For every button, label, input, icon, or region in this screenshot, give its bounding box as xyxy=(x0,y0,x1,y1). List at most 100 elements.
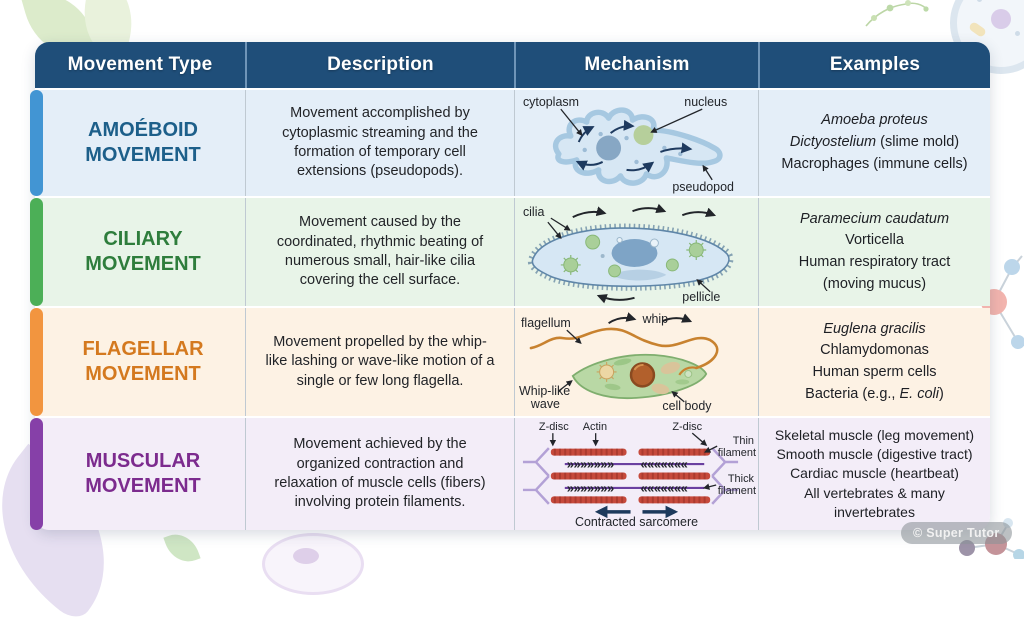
example-line: Human respiratory tract xyxy=(798,254,951,270)
flagellum-base xyxy=(678,366,697,376)
example-line: All vertebrates & many xyxy=(804,484,945,501)
table-row-amoeboid: AMOÉBOID MOVEMENT Movement accomplished … xyxy=(30,90,990,196)
oral-groove xyxy=(610,269,667,281)
organelles xyxy=(604,358,693,395)
thick-filaments: »»»»»»» ««««««« »»»»»»» ««««««« xyxy=(564,457,705,495)
amoeba-body xyxy=(552,107,723,186)
example-line: Paramecium caudatum xyxy=(799,210,950,227)
whip-arrows xyxy=(608,312,693,324)
header-cell-description: Description xyxy=(245,42,514,88)
amoeba-granules xyxy=(582,131,683,165)
table-header-row: Movement Type Description Mechanism Exam… xyxy=(35,42,990,88)
cilia-label: cilia xyxy=(523,205,545,219)
label-pointers xyxy=(547,217,711,293)
eyespot-organelle xyxy=(596,362,617,382)
example-line: Bacteria (e.g., E. coli) xyxy=(805,385,944,402)
actin-label: Actin xyxy=(583,421,607,433)
sprig-decoration xyxy=(865,0,929,27)
nucleus-highlight xyxy=(633,363,644,371)
example-line: Skeletal muscle (leg movement) xyxy=(774,426,975,443)
svg-text:«««««««: ««««««« xyxy=(640,457,687,472)
example-line: Dictyostelium (slime mold) xyxy=(789,134,960,151)
cell-dot-decoration xyxy=(1015,31,1020,36)
streaming-arrows xyxy=(575,119,693,173)
table-row-flagellar: FLAGELLAR MOVEMENT Movement propelled by… xyxy=(30,308,990,416)
label-pointers xyxy=(549,432,718,490)
description-text: Movement achieved by the organized contr… xyxy=(274,436,486,511)
cell-organelle-decoration xyxy=(1008,0,1024,2)
cell-body-label: cell body xyxy=(662,399,712,413)
mechanism-cell: cilia pellicle xyxy=(514,198,758,306)
cell-organelle-decoration xyxy=(967,20,988,39)
description-cell: Movement caused by the coordinated, rhyt… xyxy=(245,198,514,306)
example-line: Amoeba proteus xyxy=(821,112,928,129)
macronucleus xyxy=(611,239,658,267)
label-pointers xyxy=(558,329,685,403)
watermark: © Super Tutor xyxy=(901,522,1012,544)
examples-cell: Skeletal muscle (leg movement) Smooth mus… xyxy=(758,418,990,530)
table-row-muscular: MUSCULAR MOVEMENT Movement achieved by t… xyxy=(30,418,990,530)
svg-text:»»»»»»»: »»»»»»» xyxy=(567,457,614,472)
thin-filament-label: Thin xyxy=(733,435,754,447)
cell-dot-decoration xyxy=(977,0,982,2)
whip-like-wave-label: Whip-like xyxy=(519,384,570,398)
mechanism-cell: »»»»»»» ««««««« »»»»»»» ««««««« Z-disc xyxy=(514,418,758,530)
mechanism-cell: cytoplasm nucleus pseudopod xyxy=(514,90,758,196)
table-row-ciliary: CILIARY MOVEMENT Movement caused by the … xyxy=(30,198,990,306)
thin-filaments xyxy=(550,448,711,504)
cell-nucleus-decoration xyxy=(293,548,319,564)
label-pointers xyxy=(560,108,713,181)
pellicle-label: pellicle xyxy=(682,290,720,304)
movement-type-label: AMOÉBOID MOVEMENT xyxy=(85,119,201,166)
description-cell: Movement accomplished by cytoplasmic str… xyxy=(245,90,514,196)
cell-nucleus-decoration xyxy=(991,9,1011,29)
small-vacuoles xyxy=(600,236,659,258)
movement-types-table: Movement Type Description Mechanism Exam… xyxy=(30,42,990,530)
pseudopod-label: pseudopod xyxy=(672,180,734,194)
leaf-decoration xyxy=(163,528,201,568)
example-line: Chlamydomonas xyxy=(820,342,929,359)
nucleus-label: nucleus xyxy=(684,95,727,109)
row-accent-bar xyxy=(30,418,43,530)
thick-filament-label: Thick xyxy=(728,473,755,485)
cytoplasm-label: cytoplasm xyxy=(523,95,579,109)
flagellum-label: flagellum xyxy=(521,316,571,330)
movement-type-label: MUSCULAR MOVEMENT xyxy=(85,450,201,497)
header-cell-mechanism: Mechanism xyxy=(514,42,758,88)
contracted-sarcomere-caption: Contracted sarcomere xyxy=(575,515,698,529)
example-line: invertebrates xyxy=(834,503,915,520)
z-discs xyxy=(522,447,739,505)
z-disc-left-label: Z-disc xyxy=(539,421,569,433)
row-accent-bar xyxy=(30,90,43,196)
header-cell-movement-type: Movement Type xyxy=(67,54,213,75)
whip-label: whip xyxy=(641,312,668,326)
z-disc-right-label: Z-disc xyxy=(672,421,702,433)
example-line: Macrophages (immune cells) xyxy=(781,155,968,172)
row-accent-bar xyxy=(30,308,43,416)
movement-type-label: FLAGELLAR MOVEMENT xyxy=(82,338,204,385)
description-text: Movement propelled by the whip-like lash… xyxy=(265,333,495,389)
description-cell: Movement achieved by the organized contr… xyxy=(245,418,514,530)
motion-arrows xyxy=(572,203,717,304)
header-cell-examples: Examples xyxy=(758,42,990,88)
whip-like-wave-label: wave xyxy=(530,397,560,411)
example-line: Smooth muscle (digestive tract) xyxy=(776,446,973,463)
thick-filament-label: filament xyxy=(718,485,756,497)
example-line: Human sperm cells xyxy=(812,364,937,380)
mechanism-cell: flagellum whip Whip-like wave cell body xyxy=(514,308,758,416)
paramecium-diagram: cilia pellicle xyxy=(523,203,734,304)
example-line: Euglena gracilis xyxy=(823,320,926,337)
euglena-diagram: flagellum whip Whip-like wave cell body xyxy=(519,312,719,413)
svg-text:»»»»»»»: »»»»»»» xyxy=(567,480,614,495)
amoeba-nucleus xyxy=(596,135,622,161)
example-line: Vorticella xyxy=(845,232,904,249)
movement-type-label: CILIARY MOVEMENT xyxy=(85,228,201,275)
amoeba-vacuole xyxy=(633,125,654,145)
flagellum-line xyxy=(529,327,719,370)
row-accent-bar xyxy=(30,198,43,306)
sarcomere-diagram: »»»»»»» ««««««« »»»»»»» ««««««« Z-disc xyxy=(522,421,756,529)
description-text: Movement caused by the coordinated, rhyt… xyxy=(276,214,484,289)
